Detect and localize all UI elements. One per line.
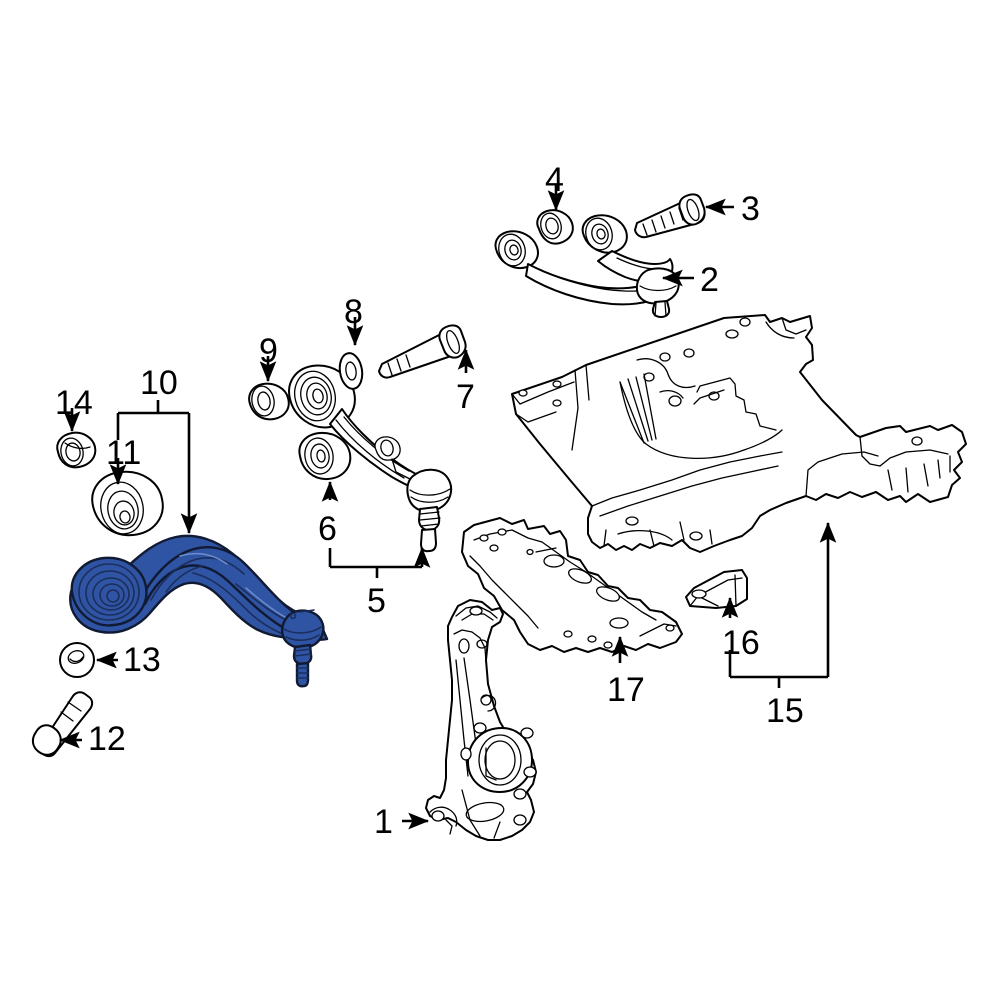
part-lower-control-arm-bushing xyxy=(91,470,164,537)
callout-number-9[interactable]: 9 xyxy=(259,332,278,370)
part-tension-strut-bushing xyxy=(298,431,352,481)
callout-number-7[interactable]: 7 xyxy=(456,378,475,416)
part-lower-arm-bushing-small xyxy=(56,431,97,469)
callout-number-5[interactable]: 5 xyxy=(367,582,386,620)
part-upper-arm-bolt xyxy=(634,193,706,239)
leader-lines xyxy=(58,185,837,830)
part-tension-strut-nut xyxy=(248,382,290,421)
part-subframe-bracket xyxy=(685,569,748,609)
callout-number-4[interactable]: 4 xyxy=(545,161,564,199)
callout-number-3[interactable]: 3 xyxy=(741,190,760,228)
part-steering-knuckle xyxy=(425,599,537,841)
part-lower-control-arm-highlighted xyxy=(69,534,329,688)
callout-number-13[interactable]: 13 xyxy=(123,641,161,679)
callout-number-11[interactable]: 11 xyxy=(106,434,142,472)
part-upper-control-arm xyxy=(494,214,680,318)
callout-number-14[interactable]: 14 xyxy=(55,384,93,422)
part-tension-strut-bolt xyxy=(378,324,467,379)
part-lower-arm-bolt xyxy=(31,691,94,758)
part-tension-strut-washer xyxy=(338,352,364,390)
part-front-subframe xyxy=(511,314,967,553)
callout-number-12[interactable]: 12 xyxy=(88,720,126,758)
part-lower-arm-washer xyxy=(59,642,95,678)
callout-number-6[interactable]: 6 xyxy=(318,510,337,548)
callout-number-17[interactable]: 17 xyxy=(607,671,645,709)
part-upper-arm-nut xyxy=(536,209,574,245)
callout-number-16[interactable]: 16 xyxy=(722,624,760,662)
callout-number-10[interactable]: 10 xyxy=(140,364,178,402)
callout-number-1[interactable]: 1 xyxy=(374,803,393,841)
callout-number-15[interactable]: 15 xyxy=(766,692,804,730)
callout-number-2[interactable]: 2 xyxy=(700,261,719,299)
callout-number-8[interactable]: 8 xyxy=(344,293,363,331)
part-underbody-shield xyxy=(461,517,683,653)
